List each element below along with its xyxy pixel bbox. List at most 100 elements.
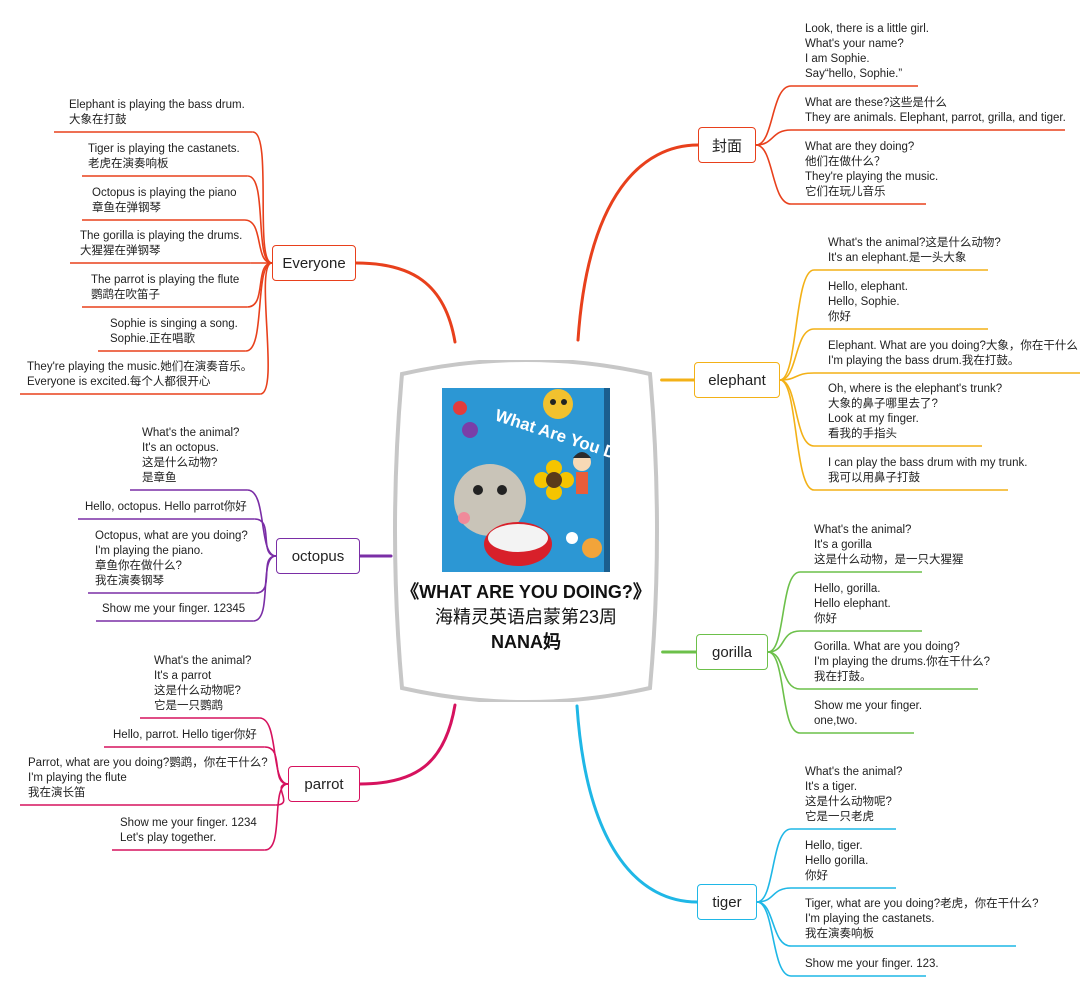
leaf-text-line: What's the animal?这是什么动物? (828, 237, 1001, 249)
leaf-text-line: one,two. (814, 715, 858, 727)
leaf-text-line: Tiger, what are you doing?老虎，你在干什么? (805, 898, 1039, 910)
leaf-text-line: Oh, where is the elephant's trunk? (828, 383, 1003, 395)
leaf-text-line: Look, there is a little girl. (805, 23, 930, 35)
leaf-text-line: 我在演奏钢琴 (95, 575, 164, 587)
branch-node-tiger[interactable]: tiger (697, 884, 757, 920)
leaf-topic[interactable]: Show me your finger.one,two. (814, 699, 922, 729)
leaf-text-line: Gorilla. What are you doing? (814, 641, 960, 653)
central-topic-title: 《WHAT ARE YOU DOING?》海精灵英语启蒙第23周 NANA妈 (388, 580, 664, 655)
leaf-topic[interactable]: Hello, octopus. Hello parrot你好 (85, 500, 247, 515)
leaf-text-line: It's a gorilla (814, 539, 872, 551)
leaf-text-line: Tiger is playing the castanets. (88, 143, 240, 155)
leaf-text-line: I'm playing the flute (28, 772, 127, 784)
leaf-text-line: I can play the bass drum with my trunk. (828, 457, 1028, 469)
leaf-topic[interactable]: Hello, elephant.Hello, Sophie.你好 (828, 280, 908, 325)
leaf-topic[interactable]: Look, there is a little girl. What's your… (805, 22, 929, 82)
branch-node-octopus[interactable]: octopus (276, 538, 360, 574)
leaf-text-line: I'm playing the drums.你在干什么? (814, 656, 991, 668)
leaf-topic[interactable]: Hello, parrot. Hello tiger你好 (113, 728, 257, 743)
leaf-text-line: Hello, Sophie. (828, 296, 900, 308)
leaf-topic[interactable]: Elephant is playing the bass drum.大象在打鼓 (69, 98, 245, 128)
branch-connector-everyone (354, 261, 457, 344)
leaf-topic[interactable]: Hello, tiger. Hello gorilla.你好 (805, 839, 868, 884)
central-title-line: 海精灵英语启蒙第23周 (434, 607, 618, 627)
leaf-text-line: What's the animal? (814, 524, 912, 536)
leaf-topic[interactable]: Octopus is playing the piano 章鱼在弹钢琴 (92, 186, 236, 216)
leaf-connector (247, 175, 273, 264)
leaf-text-line: It's a tiger. (805, 781, 858, 793)
leaf-topic[interactable]: They're playing the music.她们在演奏音乐。Everyo… (27, 360, 252, 390)
leaf-topic[interactable]: Gorilla. What are you doing? I'm playing … (814, 640, 990, 685)
leaf-topic[interactable]: I can play the bass drum with my trunk. 我… (828, 456, 1027, 486)
central-topic[interactable]: What Are You Doing? 《WHAT ARE YOU (388, 360, 664, 702)
leaf-connector (247, 489, 277, 557)
leaf-text-line: 章鱼在弹钢琴 (92, 202, 161, 214)
leaf-text-line: 是章鱼 (142, 472, 177, 484)
leaf-text-line: 看我的手指头 (828, 428, 897, 440)
leaf-topic[interactable]: Sophie is singing a song.Sophie.正在唱歌 (110, 317, 238, 347)
leaf-connector (756, 901, 792, 977)
branch-node-cover[interactable]: 封面 (698, 127, 756, 163)
central-title-line: 《WHAT ARE YOU DOING?》 (401, 582, 651, 602)
leaf-topic[interactable]: What's the animal?It's a tiger.这是什么动物呢?它… (805, 765, 902, 825)
branch-connector-parrot (358, 703, 457, 786)
leaf-topic[interactable]: What's the animal?这是什么动物?It's an elephan… (828, 236, 1001, 266)
leaf-topic[interactable]: Parrot, what are you doing?鹦鹉，你在干什么?I'm … (28, 756, 268, 801)
leaf-text-line: 我可以用鼻子打鼓 (828, 472, 920, 484)
leaf-topic[interactable]: What are they doing?他们在做什么？They're playi… (805, 140, 938, 200)
leaf-connector (756, 828, 792, 903)
branch-label: parrot (304, 775, 344, 793)
leaf-text-line: Look at my finger. (828, 413, 919, 425)
leaf-topic[interactable]: The gorilla is playing the drums.大猩猩在弹钢琴 (80, 229, 242, 259)
leaf-text-line: They're playing the music.她们在演奏音乐。 (27, 361, 253, 373)
central-title-line: NANA妈 (491, 632, 561, 652)
leaf-text-line: Hello elephant. (814, 598, 891, 610)
leaf-topic[interactable]: What's the animal?It's an octopus.这是什么动物… (142, 426, 239, 486)
leaf-text-line: Sophie is singing a song. (110, 318, 238, 330)
leaf-text-line: 这是什么动物，是一只大猩猩 (814, 554, 964, 566)
leaf-connector (259, 717, 289, 785)
leaf-topic[interactable]: What's the animal? It's a gorilla 这是什么动物，是… (814, 523, 964, 568)
leaf-text-line: What's the animal? (142, 427, 240, 439)
leaf-topic[interactable]: Show me your finger. 12345 (102, 602, 245, 617)
leaf-text-line: Elephant is playing the bass drum. (69, 99, 245, 111)
branch-node-everyone[interactable]: Everyone (272, 245, 356, 281)
book-cover-image: What Are You Doing? (442, 388, 663, 572)
leaf-text-line: 你好 (828, 311, 851, 323)
leaf-text-line: Elephant. What are you doing?大象，你在干什么 (828, 340, 1078, 352)
leaf-topic[interactable]: Oh, where is the elephant's trunk? 大象的鼻子哪… (828, 382, 1002, 442)
leaf-text-line: 大象的鼻子哪里去了? (828, 398, 938, 410)
branch-label: 封面 (711, 137, 742, 155)
leaf-topic[interactable]: Show me your finger. 123. (805, 957, 939, 972)
leaf-text-line: What's your name? (805, 38, 904, 50)
leaf-connector (755, 144, 792, 205)
branch-node-parrot[interactable]: parrot (288, 766, 360, 802)
leaf-text-line: The gorilla is playing the drums. (80, 230, 243, 242)
leaf-text-line: 它们在玩儿音乐 (805, 186, 886, 198)
branch-connector-cover (576, 143, 700, 342)
leaf-topic[interactable]: Hello, gorilla.Hello elephant.你好 (814, 582, 891, 627)
leaf-text-line: 这是什么动物? (142, 457, 218, 469)
leaf-connector (779, 379, 815, 491)
leaf-text-line: 他们在做什么？ (805, 156, 886, 168)
leaf-text-line: Octopus is playing the piano (92, 187, 237, 199)
leaf-topic[interactable]: Tiger, what are you doing?老虎，你在干什么?I'm p… (805, 897, 1039, 942)
branch-label: octopus (291, 547, 345, 565)
leaf-topic[interactable]: Octopus, what are you doing?I'm playing … (95, 529, 248, 589)
leaf-connector (755, 129, 792, 146)
leaf-connector (247, 262, 273, 308)
leaf-connector (252, 131, 273, 264)
leaf-text-line: 这是什么动物呢? (154, 685, 241, 697)
branch-node-elephant[interactable]: elephant (694, 362, 780, 398)
leaf-text-line: Let's play together. (120, 832, 217, 844)
leaf-text-line: I'm playing the piano. (95, 545, 204, 557)
branch-node-gorilla[interactable]: gorilla (696, 634, 768, 670)
leaf-text-line: They are animals. Elephant, parrot, gril… (805, 112, 1066, 124)
leaf-topic[interactable]: Tiger is playing the castanets.老虎在演奏响板 (88, 142, 240, 172)
leaf-connector (767, 651, 801, 690)
